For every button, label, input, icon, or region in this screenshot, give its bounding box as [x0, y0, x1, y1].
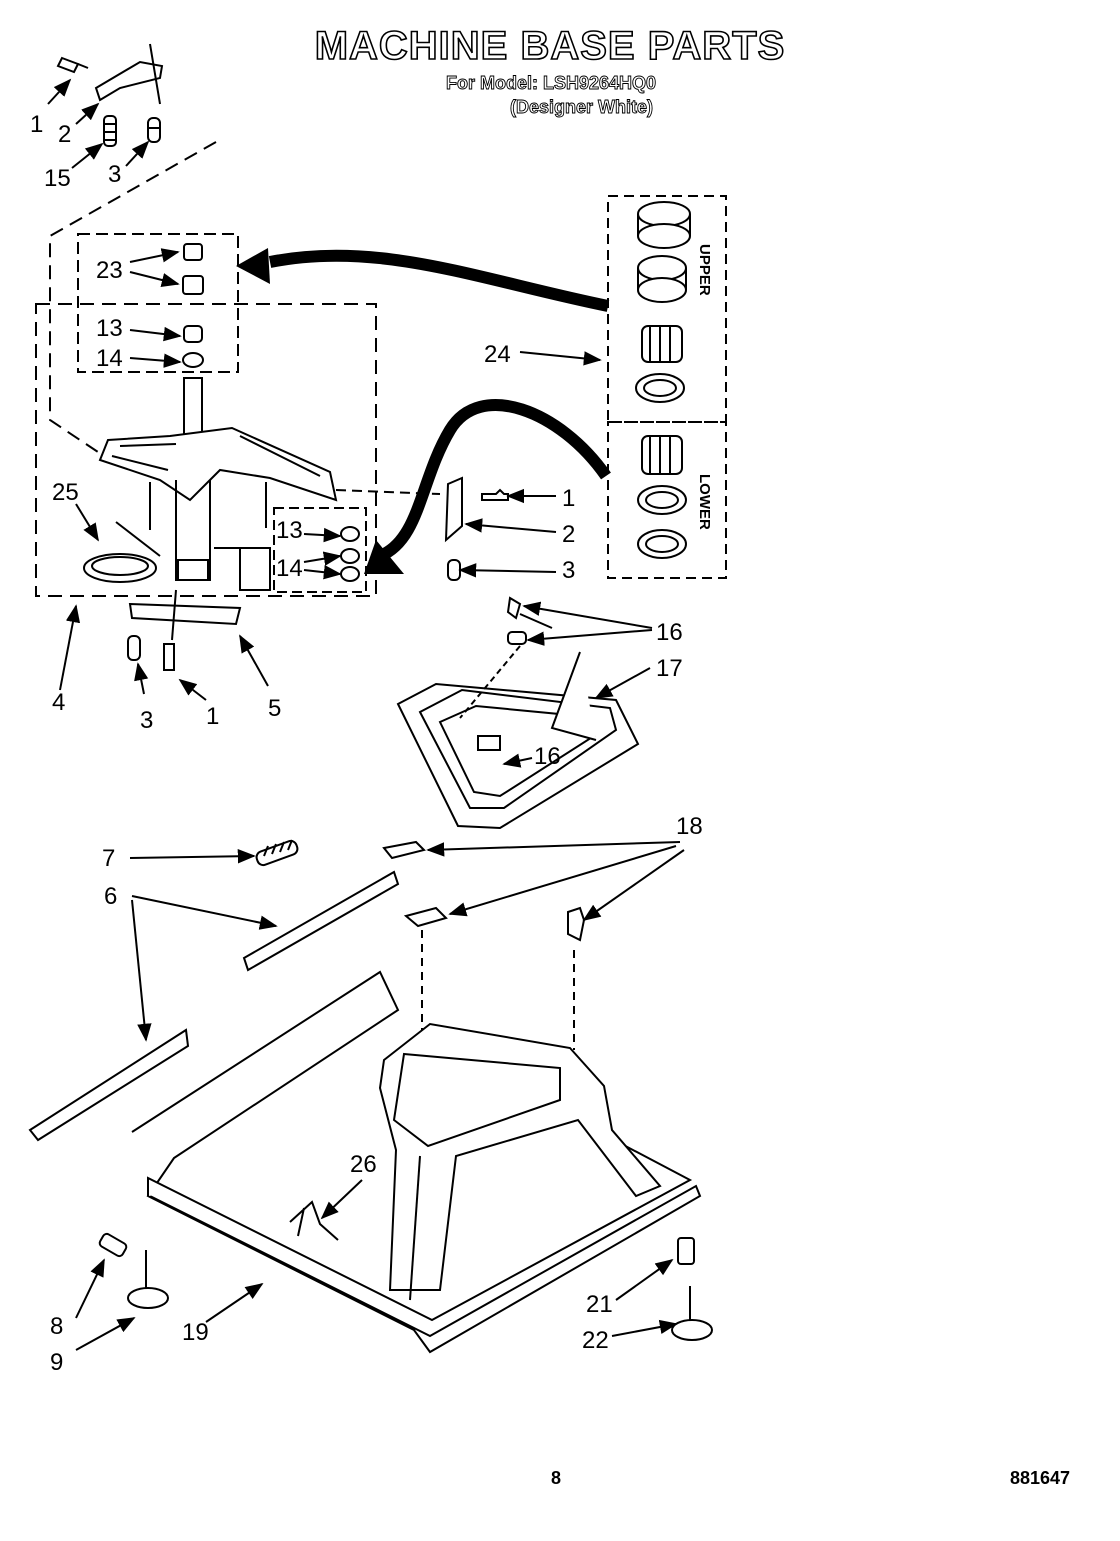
pad-18-b	[403, 906, 448, 928]
callout-16-top: 16	[656, 619, 683, 646]
clip-16-b	[507, 631, 527, 645]
callout-9: 9	[50, 1349, 63, 1376]
bracket-5	[128, 589, 242, 671]
bracket-2-top	[94, 43, 164, 105]
callout-2-top: 2	[58, 121, 71, 148]
pad-18-a	[382, 840, 426, 860]
top-frame-17	[396, 613, 640, 830]
box-lower-bearings	[607, 421, 727, 579]
clip-16-c	[477, 735, 501, 751]
callout-8: 8	[50, 1313, 63, 1340]
leader-dashed-top	[49, 141, 217, 457]
washer-13-lower	[340, 526, 360, 542]
callout-17: 17	[656, 655, 683, 682]
base-frame-19	[131, 970, 702, 1354]
callout-21: 21	[586, 1291, 613, 1318]
spring-15-top	[103, 115, 117, 147]
callout-1-lower: 1	[206, 703, 219, 730]
drive-hub-assembly	[98, 377, 338, 581]
callout-13-upper: 13	[96, 315, 123, 342]
arrow-lower-bearings-to-box	[377, 399, 611, 562]
callout-3-top: 3	[108, 161, 121, 188]
page-title: MACHINE BASE PARTS	[314, 23, 786, 69]
callout-1-top: 1	[30, 111, 43, 138]
callout-15-top: 15	[44, 165, 71, 192]
ring-14-lower-a	[340, 548, 360, 564]
clip-16-a	[506, 596, 522, 620]
callout-arrows	[47, 78, 685, 1351]
callout-19: 19	[182, 1319, 209, 1346]
document-number: 881647	[1010, 1468, 1071, 1488]
upper-bearing-set	[635, 201, 691, 403]
label-upper: UPPER	[696, 244, 713, 296]
label-lower: LOWER	[696, 474, 713, 530]
callout-18: 18	[676, 813, 703, 840]
callout-24: 24	[484, 341, 511, 368]
rail-6-lower	[28, 1028, 190, 1142]
screw-1-top	[56, 56, 89, 74]
callout-1-right: 1	[562, 485, 575, 512]
callout-2-right: 2	[562, 521, 575, 548]
box-transmission-mount	[35, 303, 377, 597]
callout-23: 23	[96, 257, 123, 284]
box-bearing-parts-upper	[77, 233, 239, 373]
callout-4: 4	[52, 689, 65, 716]
ring-14-lower-b	[340, 566, 360, 582]
callout-25: 25	[52, 479, 79, 506]
callout-14-lower: 14	[276, 555, 303, 582]
callout-13-lower: 13	[276, 517, 303, 544]
page-number: 8	[551, 1468, 562, 1488]
bracket-26	[289, 1200, 339, 1241]
model-line: For Model: LSH9264HQ0	[446, 73, 657, 94]
leveling-leg-22	[671, 1286, 713, 1341]
pad-18-c	[567, 906, 586, 942]
bracket-2-right	[444, 476, 509, 581]
ring-14-upper	[182, 352, 204, 368]
leveling-leg-9	[127, 1250, 169, 1309]
dashed-16	[459, 645, 521, 719]
dashed-connector-lower	[214, 547, 271, 591]
rail-6-upper	[242, 870, 400, 972]
arrow-upper-bearings-to-box	[268, 249, 610, 312]
callout-6: 6	[104, 883, 117, 910]
grommet-3-top	[147, 117, 161, 143]
callout-7: 7	[102, 845, 115, 872]
bushing-23	[182, 243, 204, 295]
callout-22: 22	[582, 1327, 609, 1354]
spring-7	[255, 839, 299, 867]
grommet-3-lower	[127, 635, 141, 661]
callout-26: 26	[350, 1151, 377, 1178]
washer-13-upper	[183, 325, 203, 343]
box-bearing-parts-lower	[273, 507, 367, 593]
callout-5: 5	[268, 695, 281, 722]
callout-14-upper: 14	[96, 345, 123, 372]
callout-16-mid: 16	[534, 743, 561, 770]
seal-25	[83, 553, 157, 583]
color-line: (Designer White)	[510, 97, 654, 118]
lower-bearing-set	[637, 435, 687, 559]
nut-21	[677, 1237, 695, 1265]
box-upper-bearings	[607, 195, 727, 423]
callout-3-lower: 3	[140, 707, 153, 734]
nut-8	[98, 1232, 128, 1258]
callout-3-right: 3	[562, 557, 575, 584]
